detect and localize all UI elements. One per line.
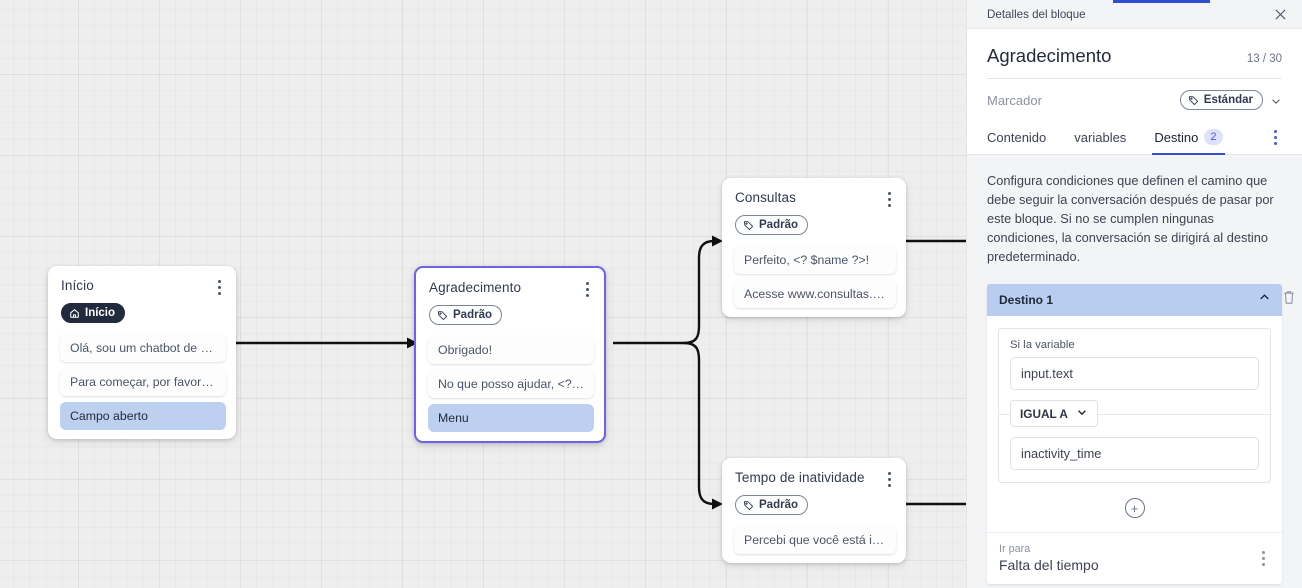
operator-label: IGUAL A (1020, 406, 1068, 421)
node-menu-button[interactable] (212, 278, 226, 296)
node-badges: Padrão (722, 208, 906, 236)
destination-1-header[interactable]: Destino 1 (987, 284, 1282, 316)
node-badge-label: Padrão (759, 219, 798, 231)
flow-canvas[interactable]: Início Início Olá, sou um chatbot de tes… (0, 0, 966, 588)
node-row[interactable]: Para começar, por favor digite o ... (60, 367, 226, 396)
destination-1-card: Destino 1 Si la variable input.text (987, 284, 1282, 584)
node-badge-padrao[interactable]: Padrão (735, 215, 808, 235)
node-row-highlight[interactable]: Menu (428, 403, 594, 432)
chevron-up-icon[interactable] (1258, 291, 1271, 309)
node-badge-padrao[interactable]: Padrão (429, 305, 502, 325)
panel-content: Configura condiciones que definen el cam… (967, 155, 1302, 588)
tab-variables[interactable]: variables (1074, 121, 1126, 154)
goto-menu-button[interactable] (1256, 549, 1270, 567)
node-menu-button[interactable] (882, 190, 896, 208)
node-row[interactable]: Acesse www.consultas.com par... (734, 279, 896, 308)
tag-icon (743, 220, 754, 231)
node-title: Tempo de inatividade (735, 470, 865, 485)
node-rows: Perfeito, <? $name ?>! Acesse www.consul… (722, 236, 906, 308)
goto-label: Ir para (999, 543, 1031, 555)
destination-description: Configura condiciones que definen el cam… (987, 173, 1274, 264)
destination-1-title: Destino 1 (999, 293, 1054, 307)
node-header: Início (48, 266, 236, 296)
block-details-panel: Detalles del bloque Agradecimento 13 / 3… (966, 0, 1302, 588)
tag-icon (1188, 95, 1199, 106)
plus-icon[interactable]: + (1124, 498, 1145, 518)
condition-box: Si la variable input.text IGUAL A (998, 328, 1271, 483)
marker-badge-label: Estándar (1203, 94, 1253, 106)
marker-row: Marcador Estándar (987, 79, 1282, 120)
tab-destino[interactable]: Destino 2 (1152, 120, 1225, 155)
close-icon[interactable] (1272, 6, 1288, 22)
tag-icon (743, 500, 754, 511)
flow-node-inatividade[interactable]: Tempo de inatividade Padrão Percebi que … (722, 458, 906, 563)
node-rows: Obrigado! No que posso ajudar, <? $name … (416, 326, 604, 432)
node-menu-button[interactable] (580, 280, 594, 298)
operator-row: IGUAL A (999, 400, 1270, 427)
destination-1-wrapper: Destino 1 Si la variable input.text (987, 284, 1294, 584)
compare-value-field[interactable]: inactivity_time (1010, 437, 1259, 470)
trash-icon[interactable] (1282, 290, 1296, 306)
panel-title-row: Agradecimento 13 / 30 (987, 29, 1282, 79)
chevron-down-icon (1076, 406, 1088, 421)
panel-titlebar: Detalles del bloque (967, 0, 1302, 29)
node-header: Consultas (722, 178, 906, 208)
node-badge-label: Padrão (759, 499, 798, 511)
node-row-highlight[interactable]: Campo aberto (60, 401, 226, 430)
node-badges: Padrão (722, 488, 906, 516)
flow-node-consultas[interactable]: Consultas Padrão Perfeito, <? $name ?>! … (722, 178, 906, 317)
goto-value: Falta del tiempo (999, 557, 1099, 573)
node-badge-padrao[interactable]: Padrão (735, 495, 808, 515)
panel-header-block: Agradecimento 13 / 30 Marcador Estándar (967, 29, 1302, 120)
node-badge-label: Padrão (453, 309, 492, 321)
panel-overflow-menu-button[interactable] (1268, 128, 1282, 146)
node-rows: Olá, sou um chatbot de teste! Para começ… (48, 324, 236, 430)
marker-label: Marcador (987, 92, 1042, 108)
status-badge: 2 (1204, 129, 1223, 145)
tab-contenido[interactable]: Contenido (987, 121, 1046, 154)
node-row[interactable]: Percebi que você está inativo. C... (734, 525, 896, 554)
tag-icon (437, 310, 448, 321)
node-badge-label: Início (85, 307, 116, 319)
goto-box[interactable]: Ir para Falta del tiempo (987, 532, 1282, 584)
chevron-down-icon[interactable] (1270, 94, 1282, 106)
goto-text-group: Ir para Falta del tiempo (999, 543, 1099, 573)
marker-control[interactable]: Estándar (1179, 90, 1282, 110)
operator-select[interactable]: IGUAL A (1010, 400, 1098, 427)
node-title: Consultas (735, 190, 796, 205)
flow-node-agradecimento[interactable]: Agradecimento Padrão Obrigado! No que po… (414, 266, 606, 443)
node-row[interactable]: Obrigado! (428, 335, 594, 364)
node-row[interactable]: Perfeito, <? $name ?>! (734, 245, 896, 274)
panel-tabs: Contenido variables Destino 2 (967, 120, 1302, 155)
active-indicator-strip (1113, 0, 1210, 3)
node-row[interactable]: No que posso ajudar, <? $name ... (428, 369, 594, 398)
node-badges: Início (48, 296, 236, 324)
node-header: Tempo de inatividade (722, 458, 906, 488)
marker-badge[interactable]: Estándar (1179, 90, 1263, 110)
tab-label: Contenido (987, 129, 1047, 145)
node-title: Início (61, 278, 94, 293)
node-header: Agradecimento (416, 268, 604, 298)
home-icon (69, 308, 80, 319)
add-condition-row: + (987, 493, 1282, 532)
flow-edges (236, 235, 966, 510)
char-counter: 13 / 30 (1246, 53, 1282, 65)
panel-titlebar-label: Detalles del bloque (987, 7, 1086, 21)
condition-label: Si la variable (1010, 339, 1075, 351)
node-row[interactable]: Olá, sou um chatbot de teste! (60, 333, 226, 362)
node-badges: Padrão (416, 298, 604, 326)
node-badge-inicio[interactable]: Início (61, 303, 126, 323)
variable-field[interactable]: input.text (1010, 357, 1259, 390)
tab-label: Destino (1154, 129, 1199, 145)
tab-label: variables (1074, 129, 1127, 145)
node-menu-button[interactable] (882, 470, 896, 488)
node-title: Agradecimento (429, 280, 522, 295)
node-rows: Percebi que você está inativo. C... (722, 516, 906, 554)
page-title: Agradecimento (987, 45, 1112, 66)
flow-node-inicio[interactable]: Início Início Olá, sou um chatbot de tes… (48, 266, 236, 439)
